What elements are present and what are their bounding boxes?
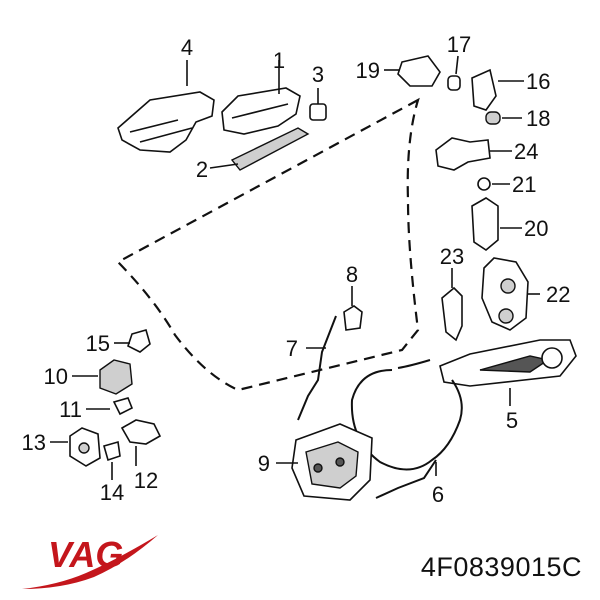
part-10-housing [99, 359, 133, 395]
callout-labels: 1 2 3 4 5 6 7 8 9 10 11 12 13 14 15 16 1… [22, 32, 571, 507]
callout-3: 3 [312, 62, 324, 87]
part-18-cap [485, 111, 501, 125]
callout-6: 6 [432, 482, 444, 507]
part-16-hinge [471, 68, 497, 111]
part-9-lock [291, 423, 373, 501]
part-6-cable [350, 369, 463, 471]
part-21-nut [477, 177, 491, 191]
part-8-clip [343, 305, 363, 331]
part-22-plate [481, 257, 529, 331]
part-17-pin [447, 75, 461, 91]
callout-21: 21 [512, 172, 536, 197]
part-14-bolt [103, 440, 121, 462]
callout-24: 24 [514, 139, 538, 164]
part-7-rod [297, 315, 337, 421]
callout-2: 2 [196, 157, 208, 182]
door-outline [116, 97, 420, 392]
callout-7: 7 [286, 336, 298, 361]
callout-10: 10 [44, 364, 68, 389]
part-24-check-strap [435, 137, 491, 171]
brand-swoosh [22, 535, 158, 589]
part-3-clip [309, 103, 327, 121]
callout-14: 14 [100, 480, 124, 505]
callout-18: 18 [526, 106, 550, 131]
brand-logo: VAG [22, 534, 158, 589]
callout-5: 5 [506, 408, 518, 433]
part-2-seal [230, 127, 310, 171]
part-12-gasket [120, 419, 162, 445]
part-1-outer-handle [221, 87, 301, 135]
callout-15: 15 [86, 331, 110, 356]
callout-12: 12 [134, 468, 158, 493]
callout-19: 19 [356, 58, 380, 83]
callout-4: 4 [181, 35, 193, 60]
part-20-striker [471, 197, 499, 251]
callout-1: 1 [273, 48, 285, 73]
leader-lines [50, 55, 540, 480]
callout-23: 23 [440, 244, 464, 269]
part-23-bracket [441, 286, 463, 342]
part-5-inner-handle [439, 339, 577, 387]
callout-16: 16 [526, 69, 550, 94]
callout-22: 22 [546, 282, 570, 307]
part-15-grommet [127, 329, 151, 353]
part-4-handle-carrier [117, 91, 215, 153]
part-11-screw [112, 397, 134, 416]
callout-13: 13 [22, 430, 46, 455]
part-19-bracket [397, 55, 441, 87]
callout-17: 17 [447, 32, 471, 57]
callout-11: 11 [59, 397, 82, 422]
callout-9: 9 [258, 451, 270, 476]
part-6-cable-b [375, 359, 437, 499]
callout-20: 20 [524, 216, 548, 241]
callout-8: 8 [346, 262, 358, 287]
brand-name: VAG [48, 534, 123, 575]
part-number: 4F0839015C [420, 552, 582, 582]
